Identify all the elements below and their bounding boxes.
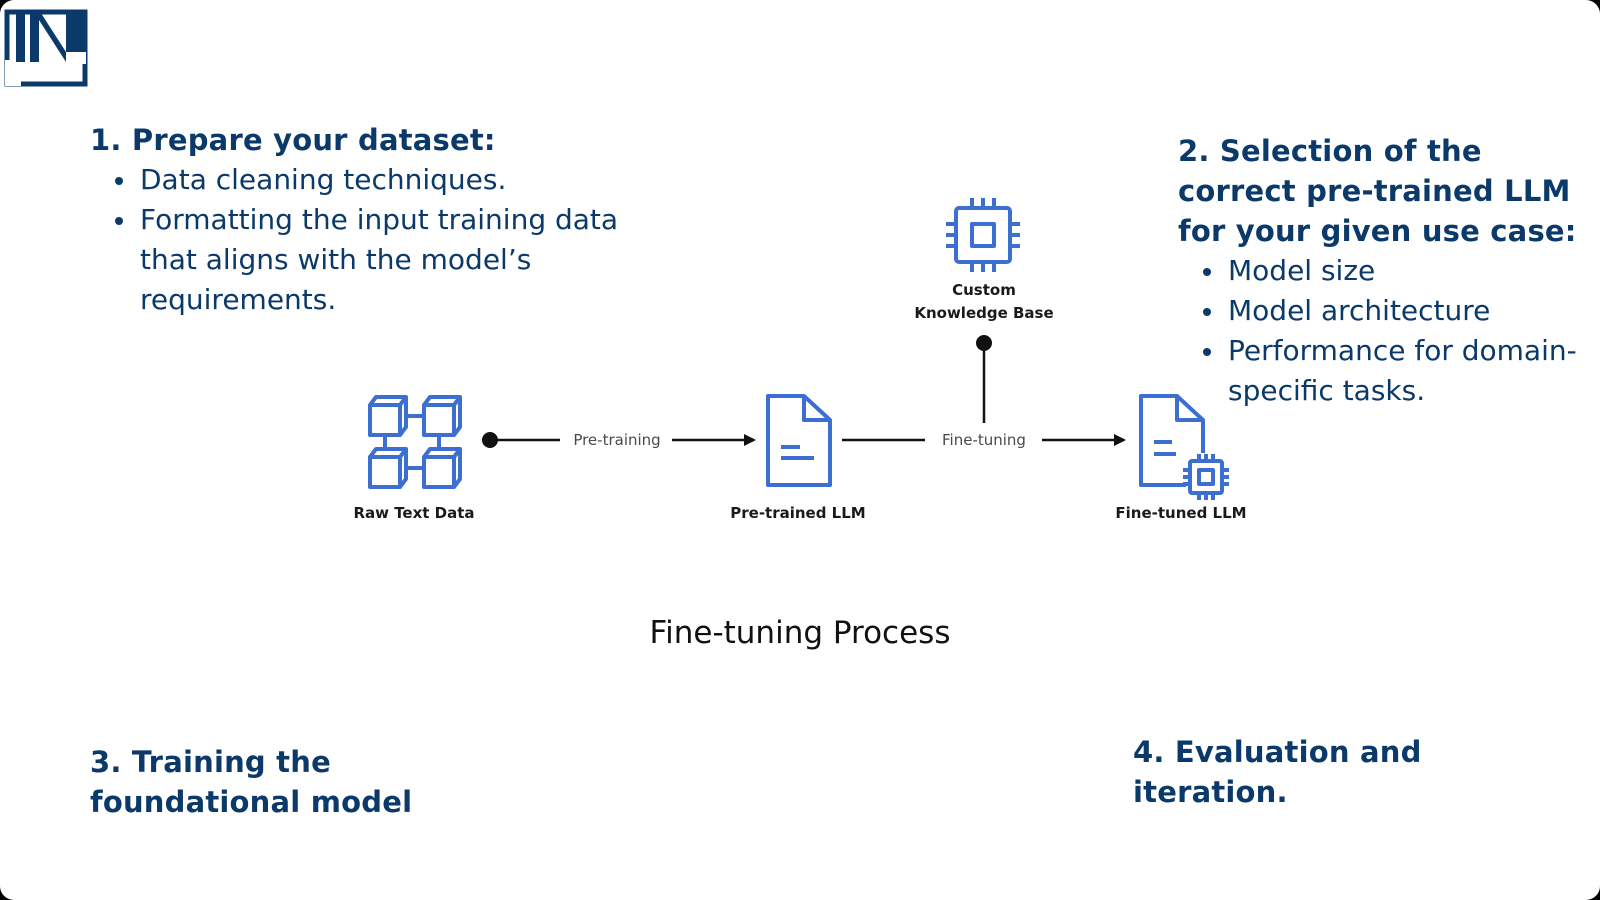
edge-pre-training: Pre-training bbox=[482, 431, 756, 449]
step-4-title: 4. Evaluation and iteration. bbox=[1133, 735, 1422, 809]
list-item: Formatting the input training data that … bbox=[90, 200, 650, 320]
cubes-network-icon bbox=[368, 395, 462, 489]
edge-label-pretraining: Pre-training bbox=[573, 431, 660, 449]
brand-logo-icon bbox=[4, 9, 88, 87]
node-label-pretrained-llm: Pre-trained LLM bbox=[730, 504, 865, 522]
document-icon bbox=[766, 394, 832, 487]
diagram-title: Fine-tuning Process bbox=[650, 615, 951, 651]
document-chip-icon bbox=[1139, 394, 1229, 500]
step-1-bullets: Data cleaning techniques. Formatting the… bbox=[90, 160, 650, 320]
node-label-kb-line1: Custom bbox=[952, 281, 1016, 299]
step-3-title: 3. Training the foundational model bbox=[90, 745, 413, 819]
step-2-title: 2. Selection of the correct pre-trained … bbox=[1178, 134, 1577, 248]
node-label-raw-text-data: Raw Text Data bbox=[353, 504, 474, 522]
list-item: Data cleaning techniques. bbox=[90, 160, 650, 200]
step-1-title: 1. Prepare your dataset: bbox=[90, 123, 496, 157]
knowledge-base-connector bbox=[976, 335, 992, 423]
list-item: Performance for domain-specific tasks. bbox=[1178, 331, 1588, 411]
edge-label-finetuning: Fine-tuning bbox=[942, 431, 1026, 449]
step-2-bullets: Model size Model architecture Performanc… bbox=[1178, 251, 1588, 411]
node-label-finetuned-llm: Fine-tuned LLM bbox=[1115, 504, 1246, 522]
node-label-kb-line2: Knowledge Base bbox=[914, 304, 1053, 322]
edge-fine-tuning: Fine-tuning bbox=[842, 431, 1126, 449]
chip-icon bbox=[946, 198, 1020, 272]
list-item: Model size bbox=[1178, 251, 1588, 291]
list-item: Model architecture bbox=[1178, 291, 1588, 331]
